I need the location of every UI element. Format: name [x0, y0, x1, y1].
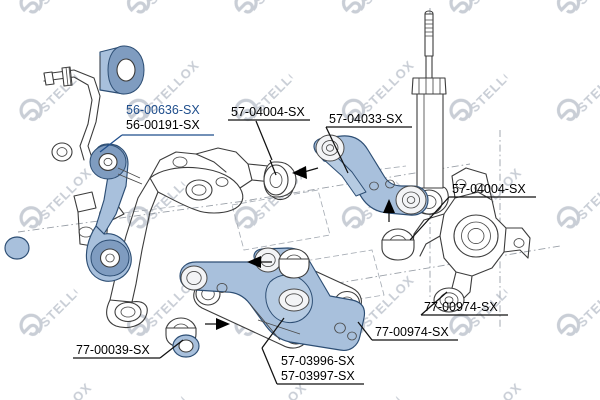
label-57-04004-sx-top: 57-04004-SX: [231, 105, 305, 119]
upper-control-arm: [313, 134, 429, 216]
upper-arm-bushing-right: [381, 228, 415, 261]
assembly-arrow-upper-left: [292, 166, 319, 179]
label-77-00974-sx-right: 77-00974-SX: [424, 300, 498, 314]
upper-arm-bushing-left: [263, 161, 297, 198]
wheel-knuckle: [411, 167, 531, 313]
label-57-03996-sx: 57-03996-SX: [281, 354, 355, 368]
assembly-arrow-upper-right: [383, 199, 395, 222]
label-56-00191-sx: 56-00191-SX: [126, 118, 200, 132]
label-77-00039-sx: 77-00039-SX: [76, 343, 150, 357]
stabilizer-link: [85, 143, 143, 282]
stabilizer-bushing: [99, 45, 145, 95]
label-57-03997-sx: 57-03997-SX: [281, 369, 355, 383]
shock-absorber: [411, 10, 449, 215]
lower-arm-bushing-right: [278, 248, 310, 279]
assembly-arrow-lower-left: [205, 318, 230, 330]
leader-lines: [73, 119, 536, 385]
lower-control-arm: [179, 247, 366, 351]
stabilizer-bar: [43, 66, 101, 162]
assembly-arrow-lower-right: [247, 256, 272, 268]
label-57-04004-sx-right: 57-04004-SX: [452, 182, 526, 196]
rear-link-bushing: [172, 334, 200, 358]
label-77-00974-sx-center: 77-00974-SX: [375, 325, 449, 339]
subframe: [73, 147, 295, 329]
label-57-04033-sx: 57-04033-SX: [329, 112, 403, 126]
knuckle-bushing: [4, 236, 30, 260]
label-56-00636-sx: 56-00636-SX: [126, 103, 200, 117]
